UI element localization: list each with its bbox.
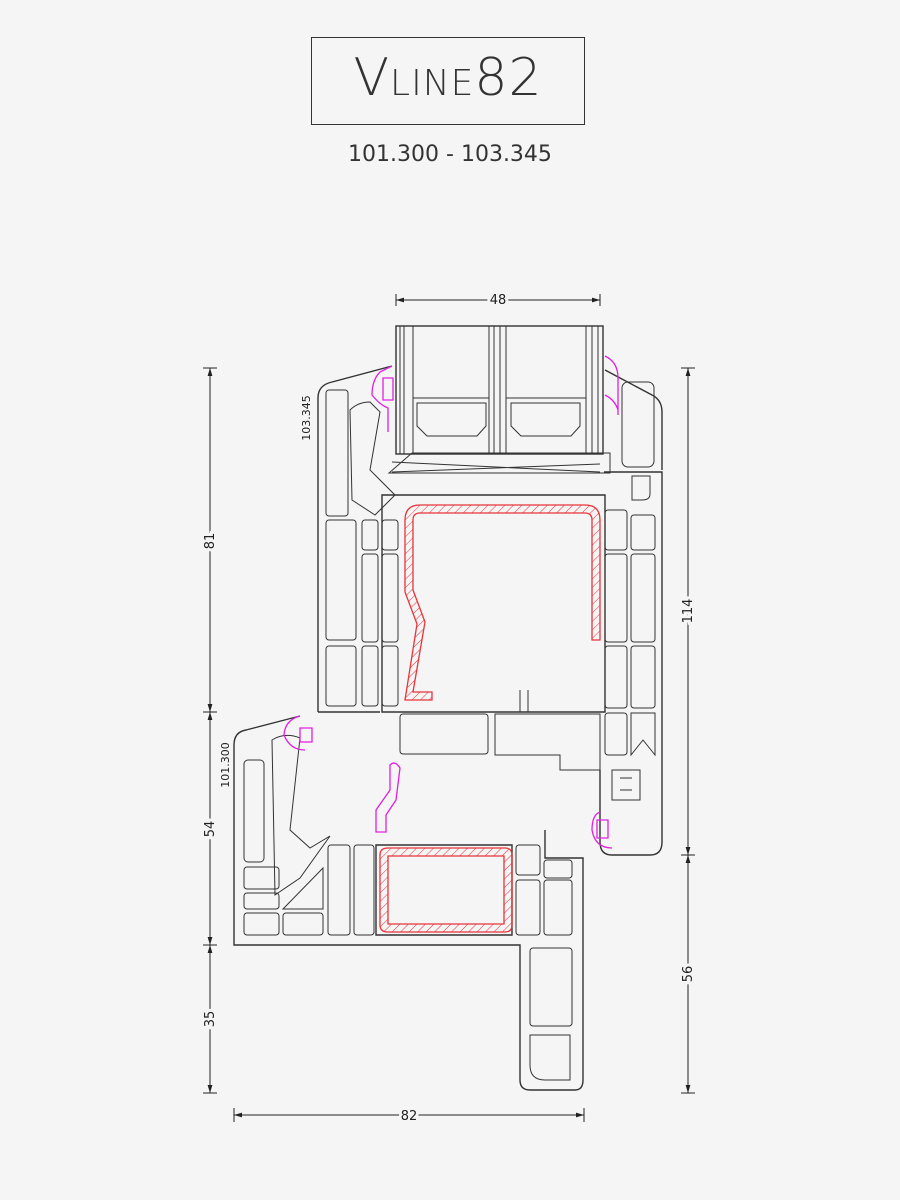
dim-label-35: 35 xyxy=(203,1011,218,1028)
logo-line: LINE xyxy=(390,63,475,104)
profile-codes: 101.300 - 103.345 xyxy=(348,142,552,167)
logo-v: V xyxy=(353,48,391,108)
logo-text: VLINE82 xyxy=(312,48,584,108)
dim-label-54: 54 xyxy=(203,821,218,838)
dimension-left xyxy=(203,367,217,1094)
gaskets xyxy=(283,355,619,849)
logo-number: 82 xyxy=(474,48,543,108)
dim-label-82: 82 xyxy=(401,1109,418,1124)
frame-reinforcement xyxy=(379,847,513,933)
dimension-right xyxy=(681,367,695,1094)
dimension-total-width xyxy=(233,1108,585,1122)
dim-label-56: 56 xyxy=(681,966,696,983)
sash-profile xyxy=(317,365,663,856)
dim-label-114: 114 xyxy=(681,599,696,624)
dimension-glass-width xyxy=(395,294,601,306)
frame-code-label: 101.300 xyxy=(219,742,232,788)
sash-reinforcement xyxy=(404,504,601,701)
dim-label-81: 81 xyxy=(203,533,218,550)
glazing-unit xyxy=(387,325,611,474)
sash-code-label: 103.345 xyxy=(300,395,313,441)
logo: VLINE82 xyxy=(311,37,585,125)
dim-label-48: 48 xyxy=(490,293,507,308)
frame-profile xyxy=(233,715,584,1091)
